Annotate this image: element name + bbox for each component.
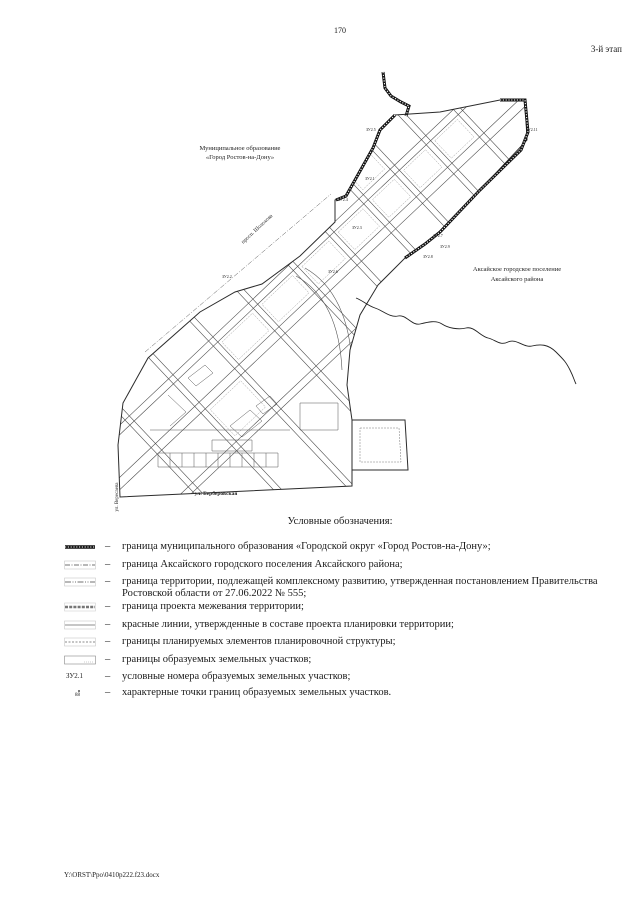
legend-dash: – [105, 619, 111, 630]
legend-item-aksai-boundary: – граница Аксайского городского поселени… [0, 559, 640, 571]
legend-text: границы планируемых элементов планировоч… [122, 636, 396, 647]
page-number: 170 [334, 26, 346, 35]
plot-labels: ЗУ2.5 ЗУ2.11 ЗУ2.1 ЗУ2.4 ЗУ2.3 ЗУ2.7 ЗУ2… [222, 127, 538, 279]
street-label-left: ул. Вересаева [115, 482, 120, 512]
plot-label: ЗУ2.5 [366, 127, 376, 132]
legend-item-structure-elements: – границы планируемых элементов планиров… [0, 636, 640, 648]
legend-text: граница Аксайского городского поселения … [122, 559, 403, 570]
plot-label: ЗУ2.2 [222, 274, 232, 279]
legend-text: красные линии, утвержденные в составе пр… [122, 619, 454, 630]
legend-item-plot-numbers: ЗУ2.1 – условные номера образуемых земел… [0, 671, 640, 683]
plot-number-symbol: ЗУ2.1 [66, 672, 84, 680]
legend-title: Условные обозначения: [287, 516, 393, 527]
aksai-boundary [355, 297, 577, 385]
plot-label: ЗУ2.9 [440, 244, 450, 249]
legend-text: граница территории, подлежащей комплексн… [122, 576, 598, 587]
plot-label: ЗУ2.4 [338, 197, 348, 202]
legend-item-red-lines: – красные линии, утвержденные в составе … [0, 619, 640, 631]
legend-text: условные номера образуемых земельных уча… [122, 671, 351, 682]
plot-label: ЗУ2.6 [328, 269, 338, 274]
plot-label: ЗУ2.1 [365, 176, 375, 181]
rostov-label-line1: Муниципальное образование [200, 145, 281, 152]
longitudinal-streets [118, 100, 527, 497]
legend-dash: – [105, 636, 111, 647]
legend-text: граница муниципального образования «Горо… [122, 541, 491, 552]
legend-text-line2: Ростовской области от 27.06.2022 № 555; [122, 588, 307, 599]
legend-item-municipal-boundary: – граница муниципального образования «Го… [0, 541, 640, 553]
legend-text: граница проекта межевания территории; [122, 601, 304, 612]
legend-item-land-plots: – границы образуемых земельных участков; [0, 654, 640, 666]
building-outlines [150, 364, 339, 452]
protrusion-inner-parcel [359, 427, 402, 463]
survey-boundary-symbol [64, 602, 96, 612]
legend-item-krt-boundary: – граница территории, подлежащей комплек… [0, 576, 640, 600]
street-label-bottom: ул. Берберовская [195, 490, 238, 497]
protrusion-plot [352, 419, 409, 471]
garage-row [157, 452, 279, 468]
land-plots-symbol [64, 655, 96, 665]
rostov-label-line2: «Город Ростов-на-Дону» [206, 154, 274, 161]
legend-dash: – [105, 559, 111, 570]
legend-dash: – [105, 576, 111, 587]
boundary-point-dot-icon [78, 690, 80, 692]
aksai-boundary-symbol [64, 560, 96, 570]
curved-road [295, 267, 353, 371]
avenue-label: просп. Шолохова [240, 213, 274, 245]
legend-dash: – [105, 541, 111, 552]
legend-dash: – [105, 601, 111, 612]
stage-label: 3-й этап [590, 44, 622, 54]
krt-boundary-symbol [64, 577, 96, 587]
legend-text: характерные точки границ образуемых земе… [122, 687, 392, 698]
red-lines-symbol [64, 620, 96, 630]
plot-label: ЗУ2.3 [352, 225, 362, 230]
plot-label: ЗУ2.8 [423, 254, 433, 259]
legend-dash: – [105, 687, 111, 698]
legend-item-survey-boundary: – граница проекта межевания территории; [0, 601, 640, 613]
plot-label: ЗУ2.11 [526, 127, 538, 132]
structure-elements-symbol [64, 637, 96, 647]
aksai-label-line2: Аксайского района [491, 276, 544, 283]
territory-boundary-dashdot [144, 193, 332, 353]
legend-dash: – [105, 671, 111, 682]
legend-item-boundary-points: 88 – характерные точки границ образуемых… [0, 687, 640, 699]
footer-file-path: Y:\ORST\Ppo\0410p222.f23.docx [64, 871, 160, 879]
plot-label: ЗУ2.7 [433, 233, 443, 238]
legend-text: границы образуемых земельных участков; [122, 654, 312, 665]
boundary-point-symbol-label: 88 [75, 693, 80, 698]
municipal-boundary-symbol [65, 545, 95, 549]
territory-boundary [117, 99, 528, 498]
rostov-boundary [335, 71, 530, 260]
aksai-label-line1: Аксайское городское поселение [473, 266, 561, 273]
legend-dash: – [105, 654, 111, 665]
planning-map: Муниципальное образование «Город Ростов-… [115, 71, 577, 512]
